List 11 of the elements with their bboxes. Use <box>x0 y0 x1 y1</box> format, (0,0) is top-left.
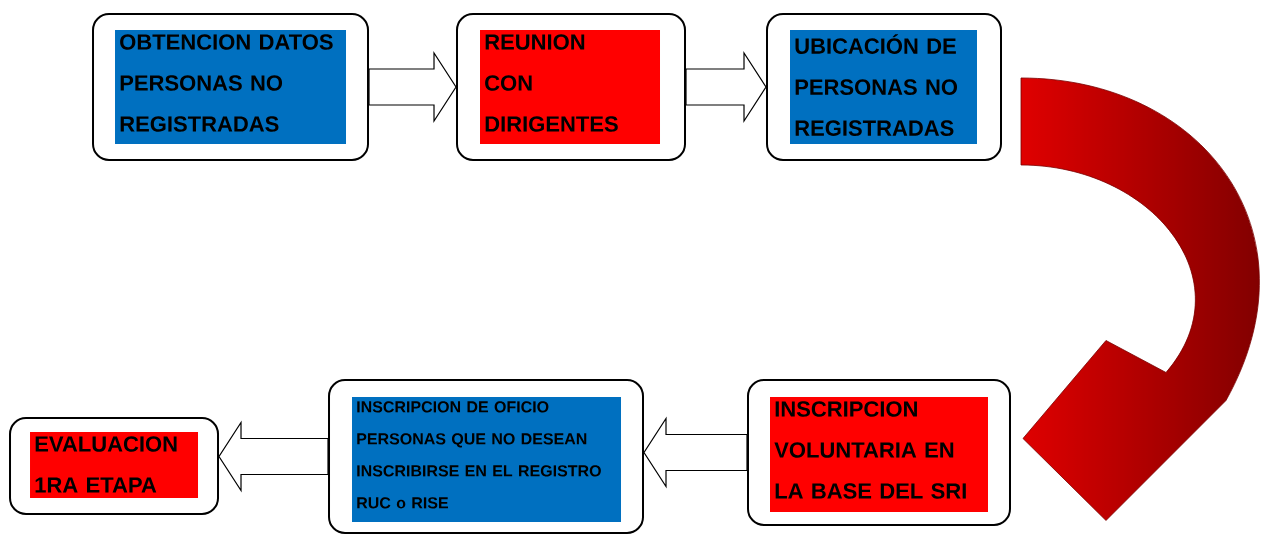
process-box: INSCRIPCION VOLUNTARIA EN LA BASE DEL SRI <box>747 379 1011 526</box>
process-box: INSCRIPCION DE OFICIO PERSONAS QUE NO DESEAN INSCRIBIRSE EN EL REGISTRO RUC o RISE <box>328 379 644 534</box>
process-box: EVALUACION 1RA ETAPA <box>9 417 219 515</box>
process-box: UBICACIÓN DE PERSONAS NO REGISTRADAS <box>766 13 1002 161</box>
curved-arrow <box>1020 77 1260 521</box>
block-arrow <box>368 50 457 124</box>
block-arrow <box>643 416 748 489</box>
process-box: OBTENCION DATOS PERSONAS NO REGISTRADAS <box>92 13 369 161</box>
block-arrow <box>685 50 767 124</box>
block-arrow <box>218 420 329 493</box>
process-box: REUNION CON DIRIGENTES <box>456 13 686 161</box>
